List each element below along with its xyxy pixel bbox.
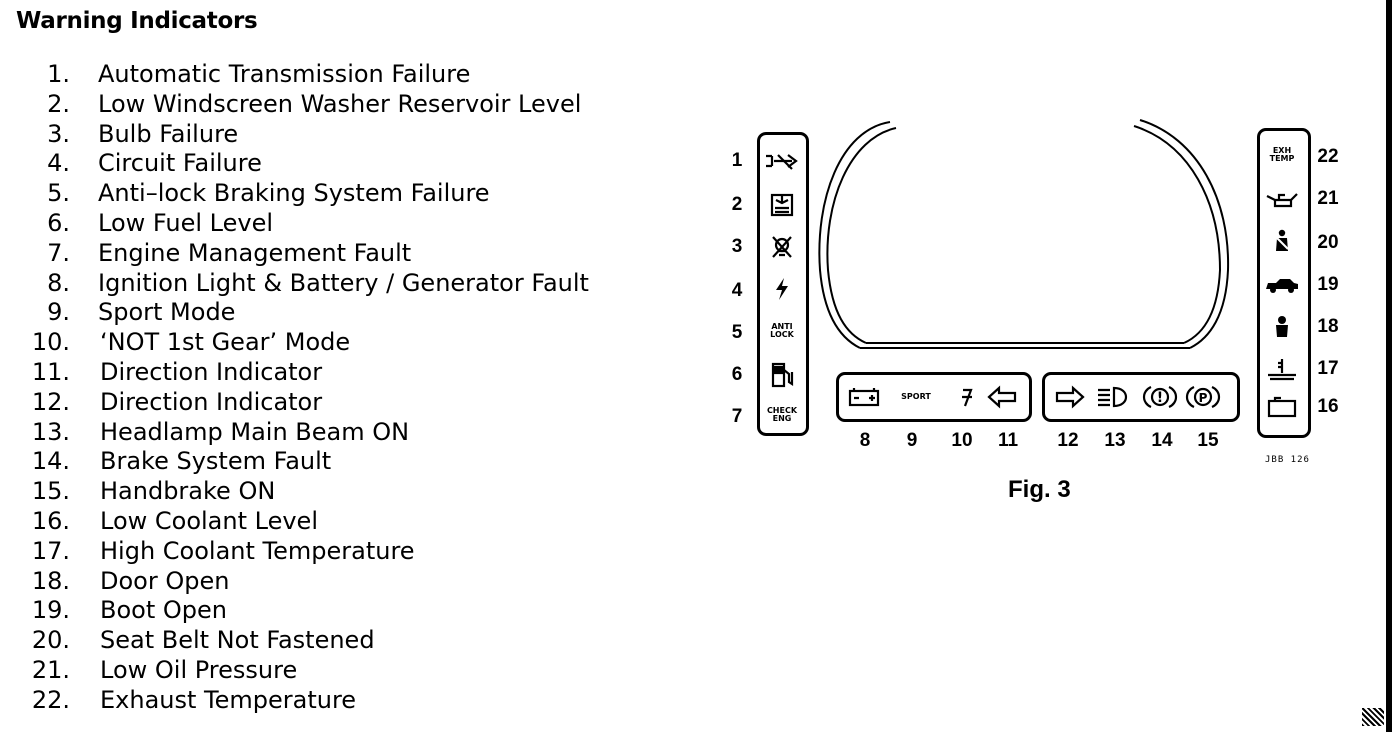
sport-mode-icon: SPORT [901, 392, 931, 401]
callout-17: 17 [1317, 358, 1339, 379]
seat-belt-icon [1262, 226, 1302, 256]
callout-5: 5 [731, 322, 743, 343]
callout-21: 21 [1317, 188, 1339, 209]
washer-reservoir-icon [762, 190, 802, 220]
callout-22: 22 [1317, 146, 1339, 167]
callout-16: 16 [1317, 396, 1339, 417]
not-first-gear-icon [947, 382, 987, 412]
callout-12: 12 [1057, 430, 1079, 451]
scan-corner-mark [1362, 708, 1384, 726]
svg-text:P: P [1199, 391, 1208, 405]
callout-14: 14 [1151, 430, 1173, 451]
brake-fault-icon: ! [1140, 382, 1180, 412]
callout-7: 7 [731, 406, 743, 427]
battery-icon [844, 382, 884, 412]
callout-10: 10 [951, 430, 973, 451]
fuel-pump-icon [762, 360, 802, 390]
page-heading: Warning Indicators [16, 8, 258, 34]
callout-8: 8 [859, 430, 871, 451]
callout-11: 11 [997, 430, 1019, 451]
boot-open-icon [1262, 270, 1302, 300]
left-arrow-icon [982, 382, 1022, 412]
callout-19: 19 [1317, 274, 1339, 295]
transmission-failure-icon [762, 146, 802, 176]
callout-13: 13 [1104, 430, 1126, 451]
bottom-left-warning-panel [836, 372, 1032, 422]
coolant-temp-icon [1262, 354, 1302, 384]
callout-9: 9 [906, 430, 918, 451]
door-open-icon [1262, 312, 1302, 342]
callout-6: 6 [731, 364, 743, 385]
callout-4: 4 [731, 280, 743, 301]
bulb-failure-icon [762, 232, 802, 262]
figure-reference-code: JBB 126 [1265, 455, 1310, 465]
coolant-level-icon [1262, 392, 1302, 422]
callout-3: 3 [731, 236, 743, 257]
bottom-right-warning-panel [1042, 372, 1240, 422]
oil-can-icon [1262, 184, 1302, 214]
circuit-failure-icon [762, 274, 802, 304]
right-arrow-icon [1050, 382, 1090, 412]
figure-caption: Fig. 3 [1008, 476, 1071, 503]
dial-outline [818, 119, 1230, 349]
scan-edge-border [1386, 0, 1392, 732]
callout-1: 1 [731, 150, 743, 171]
svg-text:!: ! [1157, 390, 1163, 406]
handbrake-icon: P [1183, 382, 1223, 412]
callout-18: 18 [1317, 316, 1339, 337]
main-beam-icon [1093, 382, 1133, 412]
callout-15: 15 [1197, 430, 1219, 451]
callout-20: 20 [1317, 232, 1339, 253]
callout-2: 2 [731, 194, 743, 215]
